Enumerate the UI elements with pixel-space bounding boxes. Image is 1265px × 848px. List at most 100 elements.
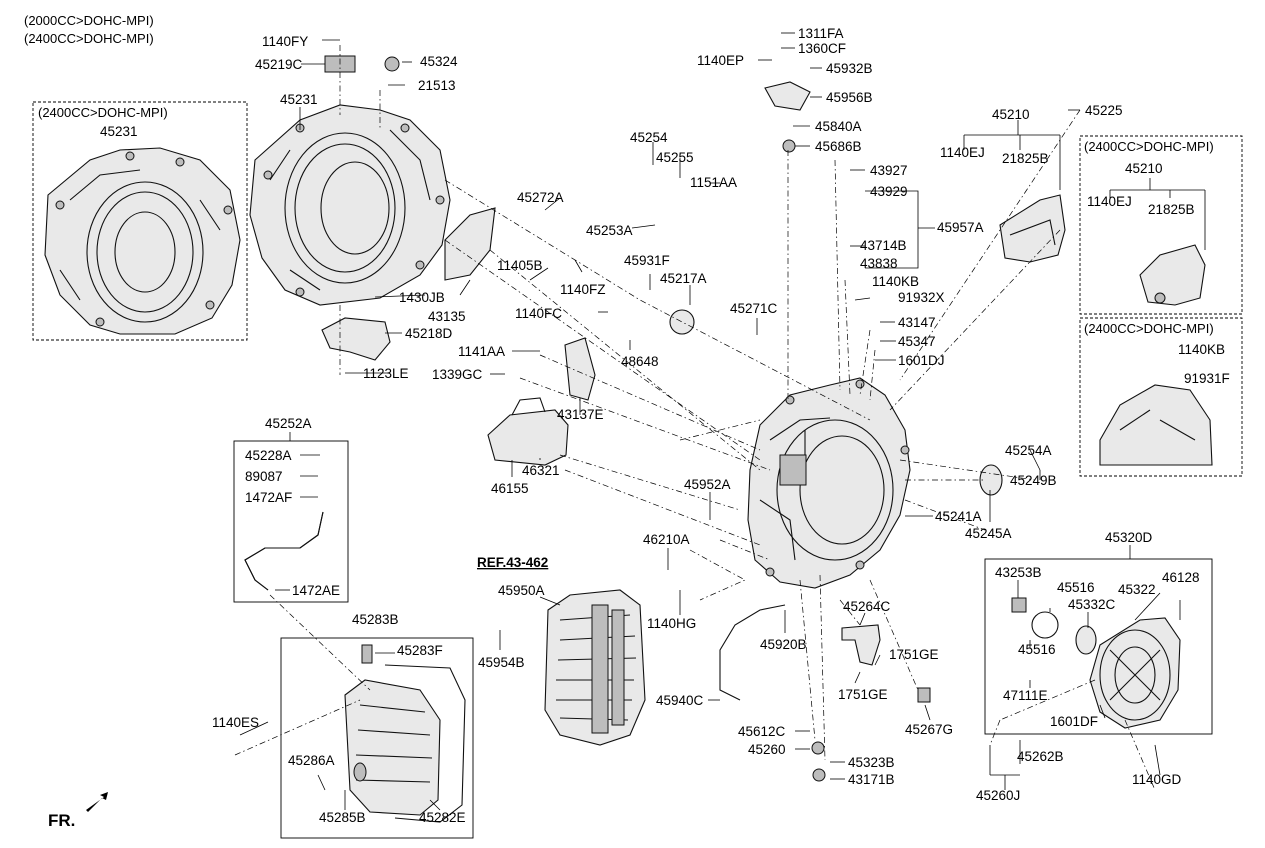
- bolt-45283f-drawing: [361, 644, 373, 664]
- label-43838: 43838: [860, 256, 898, 271]
- label-89087: 89087: [245, 469, 283, 484]
- label-45218D: 45218D: [405, 326, 453, 341]
- converter-housing-2400-drawing: [44, 147, 241, 335]
- label-1311FA: 1311FA: [798, 26, 844, 41]
- hose-45264c-drawing: [841, 624, 881, 666]
- label-1339GC: 1339GC: [432, 367, 483, 382]
- label-43714B: 43714B: [860, 238, 907, 253]
- oil-hose-outline: [244, 511, 324, 591]
- label-45282E: 45282E: [419, 810, 466, 825]
- label-45940C: 45940C: [656, 693, 704, 708]
- box-oil-pan-set: [280, 637, 474, 839]
- label-1601DF: 1601DF: [1050, 714, 1098, 729]
- label-1140EJ-inset: 1140EJ: [1087, 194, 1132, 209]
- inset-box-case-2400: [32, 101, 248, 341]
- group-boxes: [32, 101, 1243, 839]
- label-1140FZ: 1140FZ: [560, 282, 606, 297]
- case-partial-2400-drawing: [1099, 384, 1213, 466]
- label-11405B: 11405B: [497, 258, 543, 273]
- valve-body-drawing: [544, 589, 646, 746]
- inset-title-bracket-2400: (2400CC>DOHC-MPI): [1084, 139, 1214, 154]
- label-1141AA: 1141AA: [458, 344, 505, 359]
- label-1751GE-a: 1751GE: [889, 647, 939, 662]
- label-21513: 21513: [418, 78, 456, 93]
- label-45932B: 45932B: [826, 61, 873, 76]
- label-45954B: 45954B: [478, 655, 525, 670]
- group-engine-notes: (2000CC>DOHC-MPI) (2400CC>DOHC-MPI): [24, 13, 154, 46]
- label-1430JB: 1430JB: [399, 290, 445, 305]
- label-45260J: 45260J: [976, 788, 1020, 803]
- shield-drawing: [444, 207, 496, 281]
- label-45931F: 45931F: [624, 253, 670, 268]
- label-1140KB-inset: 1140KB: [1178, 342, 1225, 357]
- label-45260: 45260: [748, 742, 786, 757]
- bolt-45267g-drawing: [917, 687, 931, 703]
- label-1751GE-b: 1751GE: [838, 687, 888, 702]
- engine-note-2400cc: (2400CC>DOHC-MPI): [24, 31, 154, 46]
- label-45253A: 45253A: [586, 223, 633, 238]
- label-91931F: 91931F: [1184, 371, 1230, 386]
- plug-43253b-drawing: [1011, 597, 1027, 613]
- label-45271C: 45271C: [730, 301, 778, 316]
- mount-bracket-2400-drawing: [1139, 244, 1206, 306]
- group-part-labels: REF.43-462 FR. 1140FY 45324 45219C 21513…: [48, 26, 1230, 830]
- label-45323B: 45323B: [848, 755, 895, 770]
- lever-45956b-drawing: [764, 81, 811, 111]
- label-1140ES: 1140ES: [212, 715, 259, 730]
- oil-pan-drawing: [344, 664, 466, 823]
- label-45286A: 45286A: [288, 753, 335, 768]
- label-43927: 43927: [870, 163, 908, 178]
- group-part-drawings: [44, 55, 1213, 823]
- group-leader-lines: [234, 32, 1206, 811]
- inset-title-bracket-2400-lower: (2400CC>DOHC-MPI): [1084, 321, 1214, 336]
- label-43147: 43147: [898, 315, 936, 330]
- label-45952A: 45952A: [684, 477, 731, 492]
- label-45210-inset: 45210: [1125, 161, 1163, 176]
- label-45322: 45322: [1118, 582, 1156, 597]
- label-45255: 45255: [656, 150, 694, 165]
- oil-filter-drawing: [487, 397, 569, 466]
- label-1123LE: 1123LE: [363, 366, 409, 381]
- label-45245A: 45245A: [965, 526, 1012, 541]
- label-45264C: 45264C: [843, 599, 891, 614]
- label-45231-inset: 45231: [100, 124, 138, 139]
- inset-title-case-2400: (2400CC>DOHC-MPI): [38, 105, 168, 120]
- label-45332C: 45332C: [1068, 597, 1116, 612]
- label-45840A: 45840A: [815, 119, 862, 134]
- oil-hose-drawing: [244, 511, 324, 591]
- mount-bracket-drawing: [999, 194, 1066, 263]
- inset-box-bracket-2400-lower: [1079, 317, 1243, 477]
- label-43135: 43135: [428, 309, 466, 324]
- label-45516-b: 45516: [1018, 642, 1056, 657]
- label-47111E: 47111E: [1003, 688, 1048, 703]
- label-45516-a: 45516: [1057, 580, 1095, 595]
- label-1601DJ: 1601DJ: [898, 353, 945, 368]
- plug-45260-drawing: [811, 741, 825, 755]
- label-46155: 46155: [491, 481, 529, 496]
- label-46210A: 46210A: [643, 532, 690, 547]
- label-1140HG: 1140HG: [647, 616, 696, 631]
- plug-45686b-drawing: [782, 139, 796, 153]
- label-1151AA: 1151AA: [690, 175, 737, 190]
- seal-45217a-drawing: [669, 309, 695, 335]
- bracket-45218d-drawing: [321, 317, 391, 361]
- side-cover-drawing: [1089, 617, 1181, 729]
- label-43171B: 43171B: [848, 772, 895, 787]
- label-46128: 46128: [1162, 570, 1200, 585]
- label-45241A: 45241A: [935, 509, 982, 524]
- label-45956B: 45956B: [826, 90, 873, 105]
- label-45324: 45324: [420, 54, 458, 69]
- label-21825B: 21825B: [1002, 151, 1049, 166]
- label-48648: 48648: [621, 354, 659, 369]
- label-45285B: 45285B: [319, 810, 366, 825]
- label-45225: 45225: [1085, 103, 1123, 118]
- plug-43171b-drawing: [812, 768, 826, 782]
- nut-45324-drawing: [384, 56, 400, 72]
- label-43929: 43929: [870, 184, 908, 199]
- label-45249B: 45249B: [1010, 473, 1057, 488]
- label-45254: 45254: [630, 130, 668, 145]
- transmission-case-drawing: [747, 377, 911, 589]
- seal-45332c-drawing: [1075, 625, 1097, 655]
- label-43253B: 43253B: [995, 565, 1042, 580]
- label-45283B: 45283B: [352, 612, 399, 627]
